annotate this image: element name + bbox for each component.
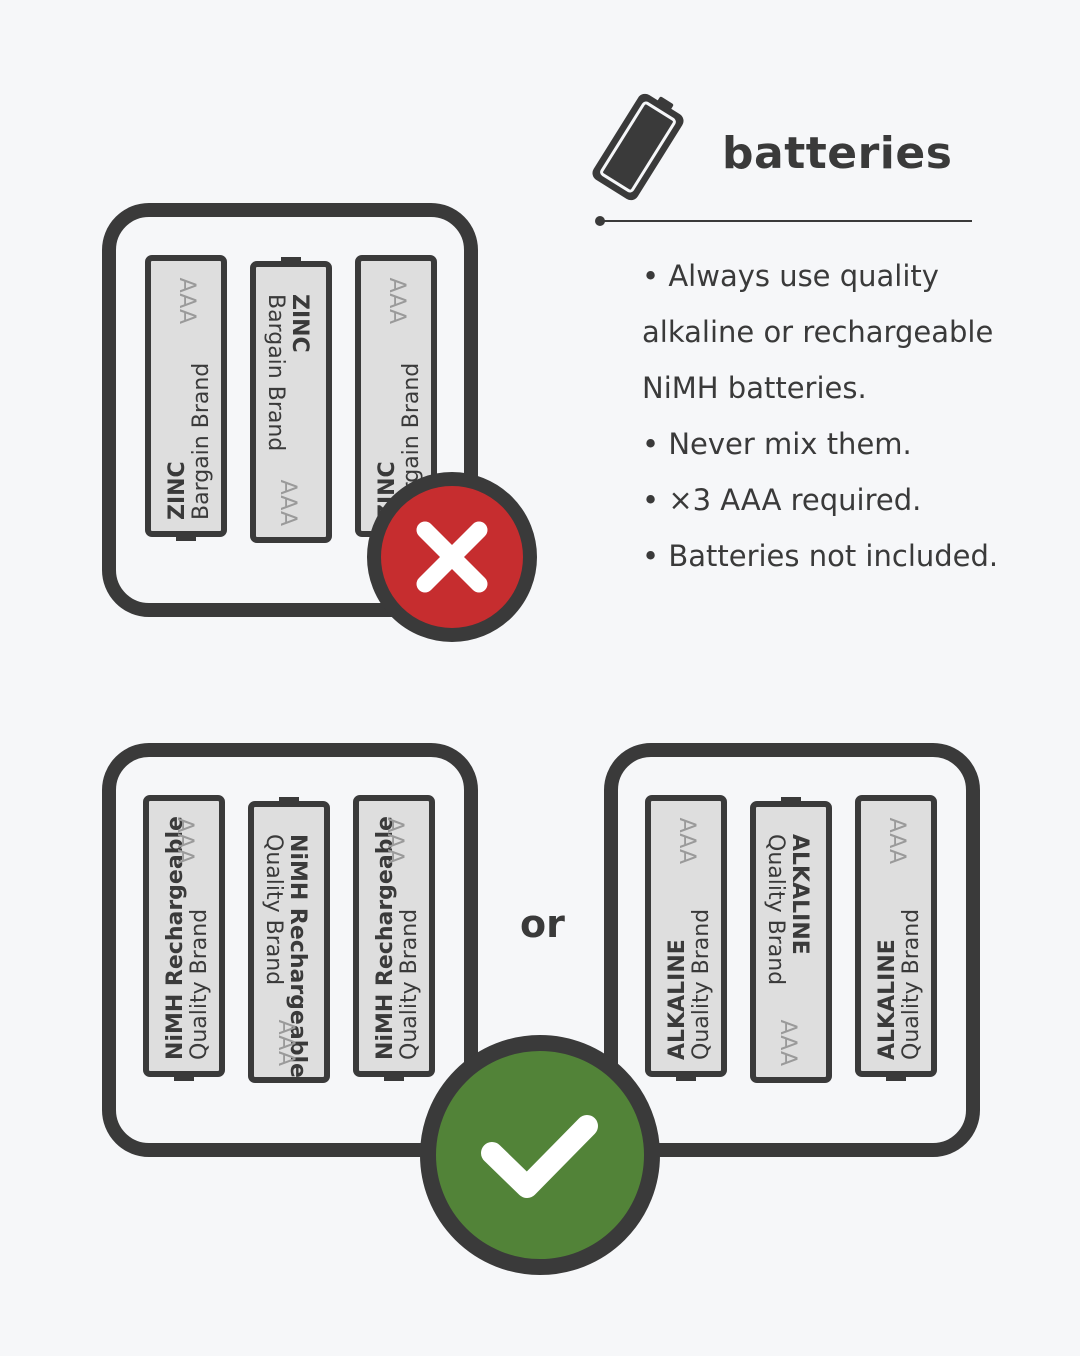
battery-type-label: ALKALINE xyxy=(787,834,812,955)
battery-brand-label: Bargain Brand xyxy=(189,363,214,520)
battery-terminal xyxy=(176,533,196,541)
battery-type-label: NiMH Rechargeable xyxy=(373,816,398,1060)
battery-type-label: ZINC xyxy=(287,294,312,353)
battery-brand-label: Bargain Brand xyxy=(263,294,288,451)
battery-type-label: NiMH Rechargeable xyxy=(285,834,310,1078)
header-divider xyxy=(595,216,972,226)
page-title: batteries xyxy=(722,128,953,179)
battery-terminal xyxy=(279,797,299,805)
battery-terminal xyxy=(174,1073,194,1081)
bullet-line: • Batteries not included. xyxy=(642,539,999,573)
battery-terminal xyxy=(781,797,801,805)
battery-brand-label: Quality Brand xyxy=(689,909,714,1060)
battery-size-label: AAA xyxy=(273,1020,298,1066)
battery-brand-label: Quality Brand xyxy=(397,909,422,1060)
battery-brand-label: Quality Brand xyxy=(261,834,286,985)
battery-size-label: AAA xyxy=(275,480,300,526)
x-icon xyxy=(367,472,537,642)
battery-type-label: ALKALINE xyxy=(875,939,900,1060)
battery-size-label: AAA xyxy=(384,278,409,324)
battery-size-label: AAA xyxy=(884,818,909,864)
battery-terminal xyxy=(886,1073,906,1081)
checkmark-icon xyxy=(420,1035,660,1275)
battery-brand-label: Quality Brand xyxy=(899,909,924,1060)
battery-type-label: ALKALINE xyxy=(665,939,690,1060)
battery-size-label: AAA xyxy=(775,1020,800,1066)
battery-brand-label: Quality Brand xyxy=(763,834,788,985)
battery-icon xyxy=(592,93,684,201)
battery-terminal xyxy=(281,257,301,265)
battery-size-label: AAA xyxy=(172,818,197,864)
battery-brand-label: Quality Brand xyxy=(187,909,212,1060)
bullet-line: NiMH batteries. xyxy=(642,371,867,405)
nimh-tray-outline xyxy=(102,743,478,1157)
or-separator: or xyxy=(520,902,565,946)
alkaline-tray-outline xyxy=(604,743,980,1157)
battery-terminal xyxy=(676,1073,696,1081)
battery-size-label: AAA xyxy=(174,278,199,324)
battery-size-label: AAA xyxy=(382,818,407,864)
battery-size-label: AAA xyxy=(674,818,699,864)
battery-type-label: ZINC xyxy=(165,461,190,520)
info-bullets: • Always use quality alkaline or recharg… xyxy=(642,248,1062,584)
battery-terminal xyxy=(384,1073,404,1081)
bullet-line: • Always use quality xyxy=(642,259,939,293)
bullet-line: alkaline or rechargeable xyxy=(642,315,994,349)
bullet-line: • ×3 AAA required. xyxy=(642,483,922,517)
battery-type-label: NiMH Rechargeable xyxy=(163,816,188,1060)
bad-tray-outline xyxy=(102,203,478,617)
bullet-line: • Never mix them. xyxy=(642,427,912,461)
